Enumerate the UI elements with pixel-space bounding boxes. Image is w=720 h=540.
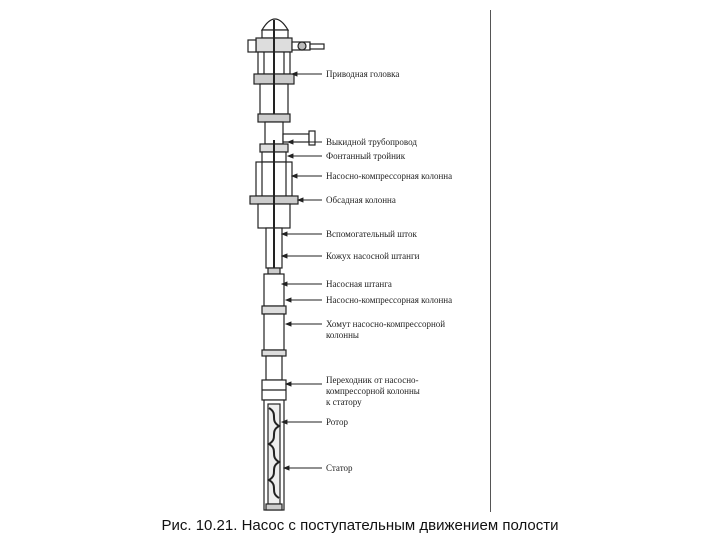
label-tubing: Насосно-компрессорная колонна: [326, 171, 453, 181]
flow-line-pipe: [259, 121, 316, 153]
label-sucker-rod: Насосная штанга: [326, 279, 392, 289]
adapter: [261, 379, 287, 401]
label-tubing-clamp: Хомут насосно-компрессорной колонны: [326, 319, 446, 340]
rotor-stator: [263, 399, 285, 511]
label-casing: Обсадная колонна: [326, 195, 396, 205]
label-stator: Статор: [326, 463, 353, 473]
label-flow-line: Выкидной трубопровод: [326, 137, 417, 147]
leader-lines: [280, 71, 322, 471]
label-drive-head: Приводная головка: [326, 69, 400, 79]
figure-caption: Рис. 10.21. Насос с поступательным движе…: [161, 517, 559, 534]
label-pony-rod: Вспомогательный шток: [326, 229, 417, 239]
rod-string: [261, 227, 287, 381]
label-tubing-adapter: Переходник от насосно- компрессорной кол…: [326, 375, 420, 407]
label-flow-tee: Фонтанный тройник: [326, 151, 406, 161]
label-rod-guard: Кожух насосной штанги: [326, 251, 420, 261]
drive-head-assembly: [247, 18, 325, 140]
label-tubing-2: Насосно-компрессорная колонна: [326, 295, 453, 305]
label-rotor: Ротор: [326, 417, 348, 427]
frame-border: [490, 10, 491, 512]
tee-and-head: [249, 140, 299, 230]
